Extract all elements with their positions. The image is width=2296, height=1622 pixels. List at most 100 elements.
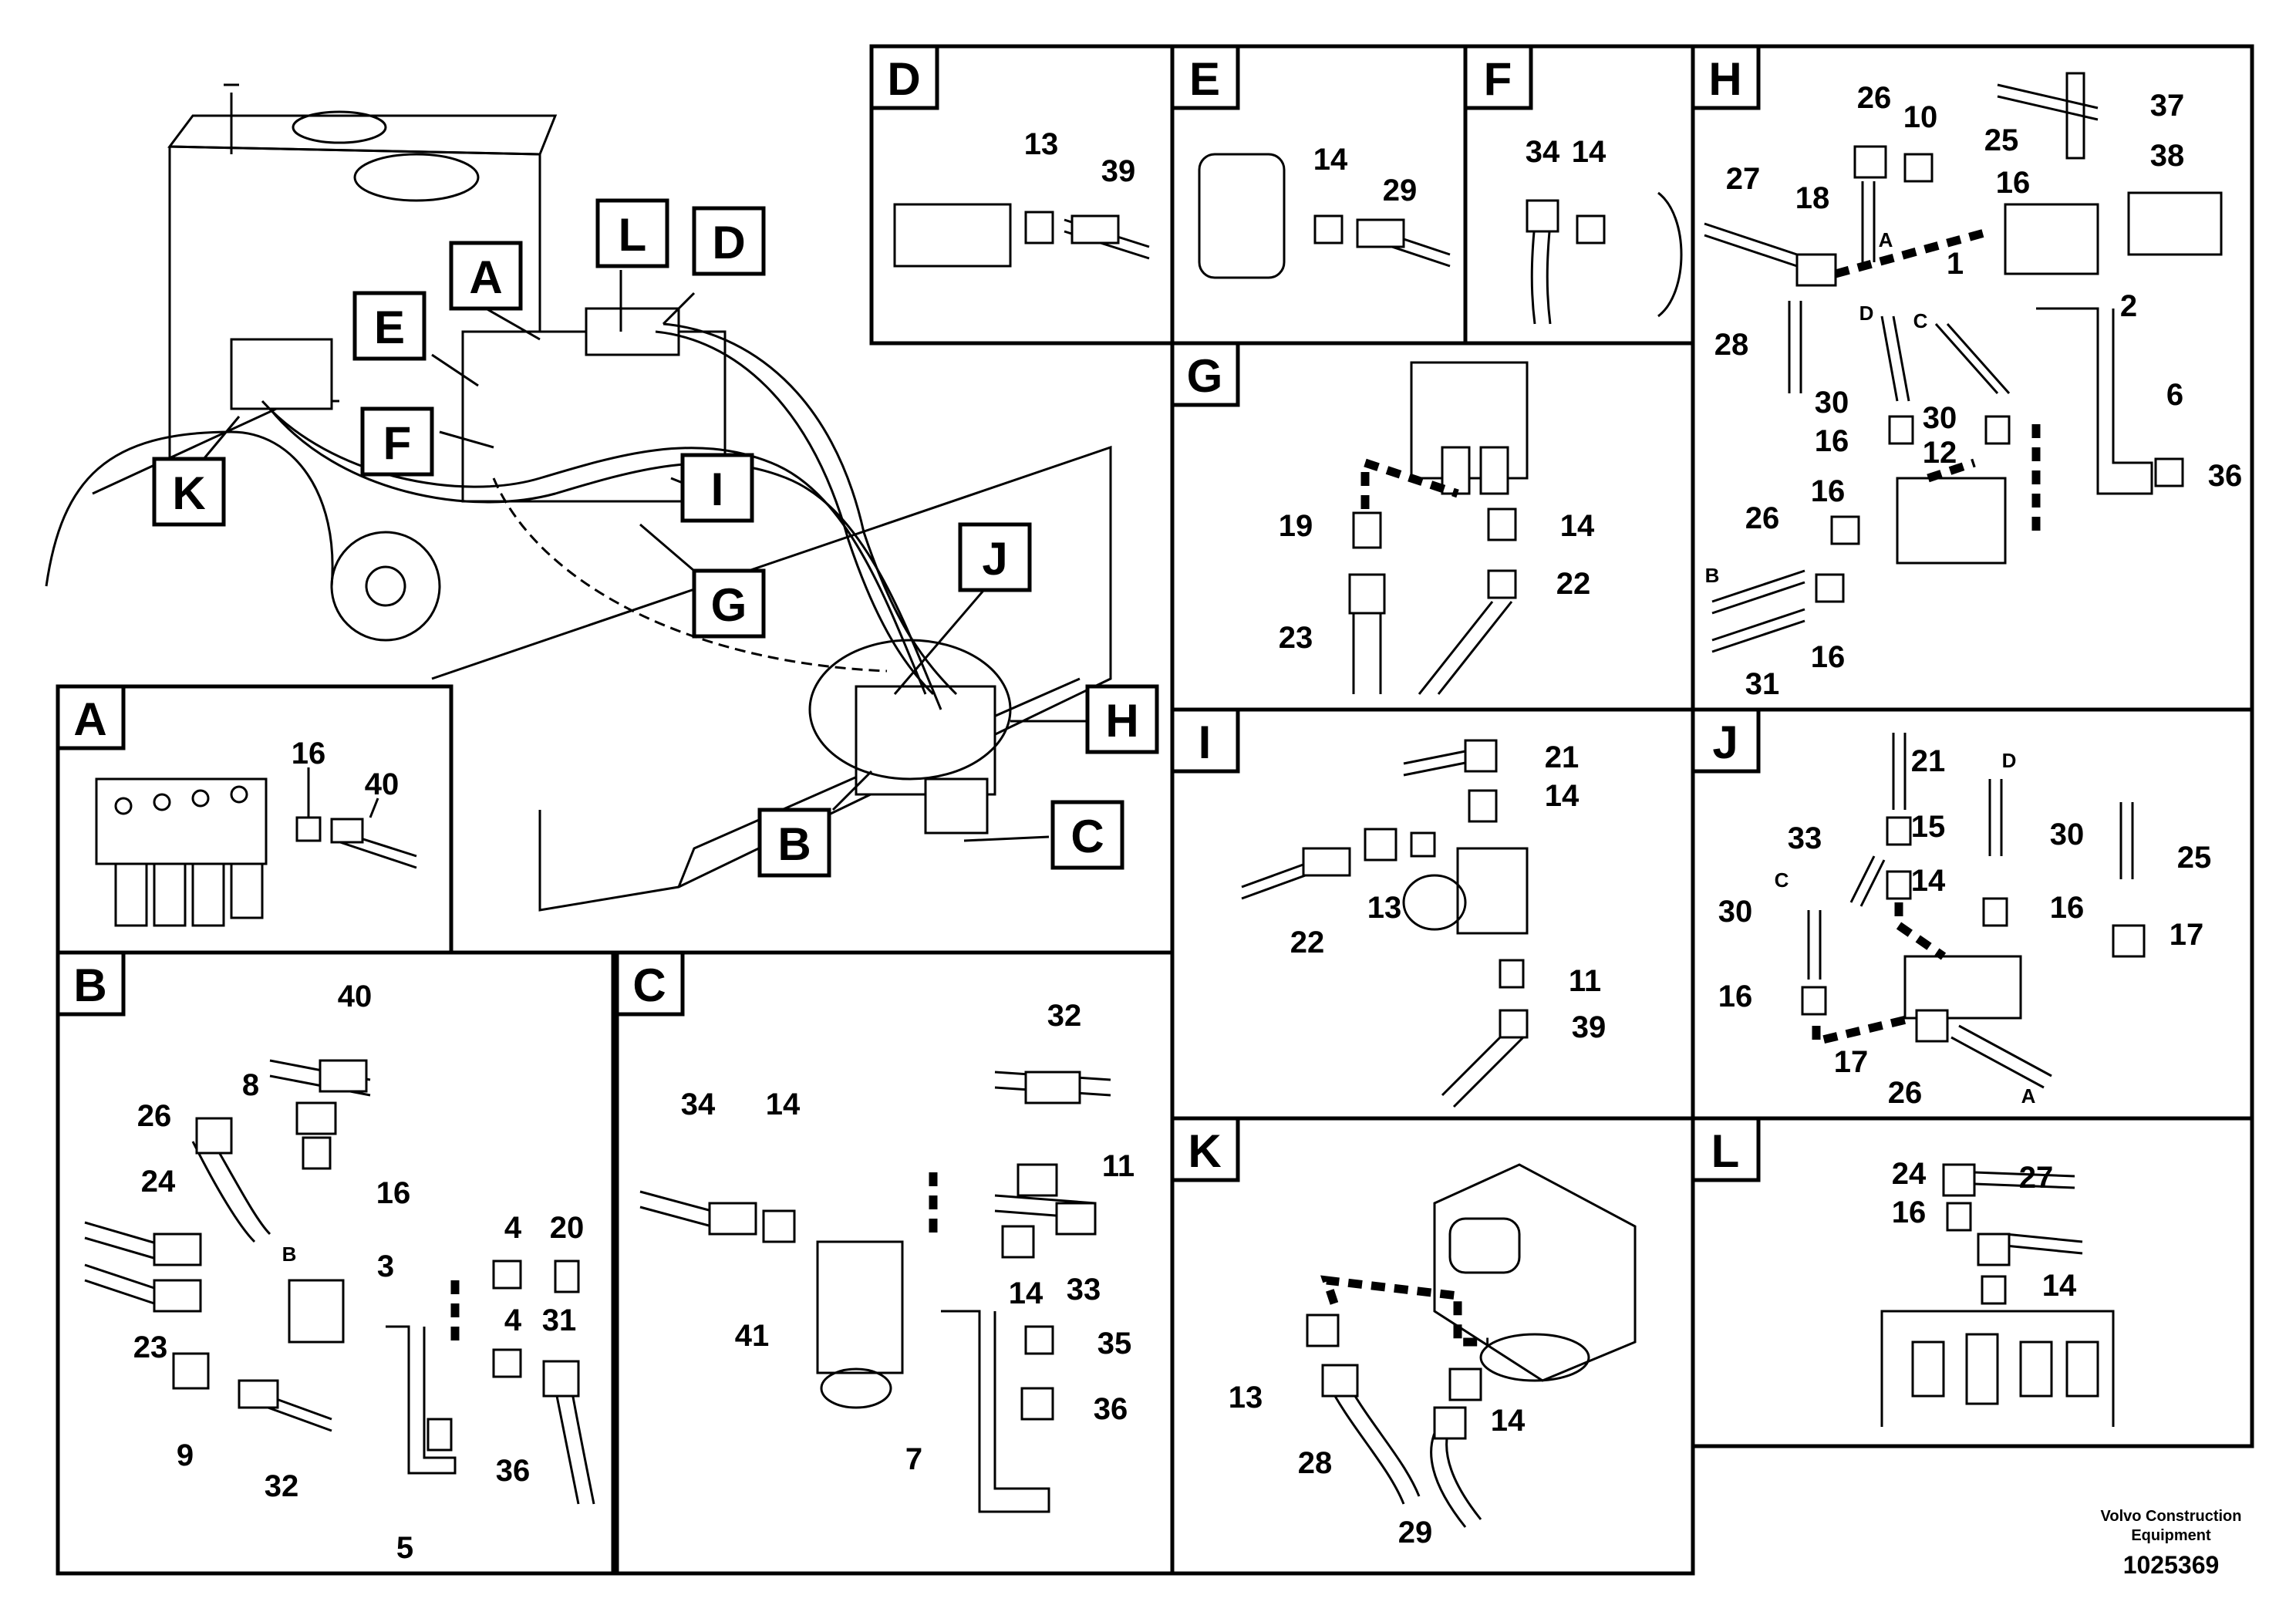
leader-B — [831, 770, 873, 811]
hose-30a — [1988, 779, 2003, 856]
panel-B-callout-5: 5 — [396, 1531, 413, 1565]
hose-31 — [554, 1384, 595, 1505]
bracket-6 — [2036, 307, 2153, 495]
panel-F-callout-34: 34 — [1526, 135, 1560, 169]
adapter-16b — [1801, 986, 1827, 1016]
svg-text:E: E — [374, 302, 405, 353]
hose-33 — [1849, 855, 1886, 907]
tag-I[interactable]: I — [680, 453, 754, 523]
adapter-14 — [1886, 870, 1912, 900]
panel-B: B 40 8 26 16 24 3 23 9 32 5 36 4 20 4 — [56, 950, 615, 1576]
tag-D[interactable]: D — [692, 206, 766, 276]
tag-L[interactable]: L — [595, 198, 669, 268]
panel-H-callout-26: 26 — [1857, 81, 1892, 115]
panel-B-letter-box — [56, 950, 126, 1017]
tag-J[interactable]: J — [958, 522, 1032, 592]
tag-E[interactable]: E — [352, 291, 426, 361]
tee-8 — [295, 1101, 337, 1135]
tag-F[interactable]: F — [360, 406, 434, 477]
panel-J-dashed-1 — [1812, 1013, 1914, 1047]
panel-C: C 32 11 34 14 33 14 41 35 36 7 — [615, 950, 1175, 1576]
panel-K-callout-14: 14 — [1491, 1404, 1526, 1438]
boom-left — [45, 430, 334, 587]
hose-26 — [1950, 1024, 2052, 1089]
panel-C-callout-35: 35 — [1097, 1327, 1132, 1361]
panel-H: H 26 10 37 25 38 27 18 16 1 2 28 — [1691, 44, 2254, 712]
panel-B-callout-8: 8 — [242, 1068, 259, 1102]
panel-L-callout-27: 27 — [2019, 1161, 2054, 1195]
boom-pivot-pin — [365, 565, 406, 607]
panel-B-callout-36: 36 — [496, 1454, 531, 1488]
panel-B-callout-3: 3 — [377, 1249, 394, 1283]
panel-J-letter-box — [1691, 707, 1761, 774]
panel-D-callout-13: 13 — [1024, 127, 1059, 161]
panel-H-callout-38: 38 — [2150, 139, 2185, 173]
tank-breather — [224, 83, 239, 154]
tag-A[interactable]: A — [449, 241, 523, 311]
hose-4 — [663, 322, 958, 696]
panel-C-callout-36: 36 — [1094, 1392, 1128, 1426]
adapter-10 — [1903, 153, 1934, 183]
panel-B-callout-26: 26 — [137, 1099, 172, 1133]
leader-G — [639, 523, 695, 572]
panel-H-callout-31: 31 — [1745, 667, 1780, 701]
svg-text:F: F — [383, 417, 412, 469]
adapter-16a — [1982, 897, 2008, 927]
panel-H-callout-6: 6 — [2166, 378, 2183, 412]
tag-B[interactable]: B — [757, 808, 831, 878]
panel-K-callout-29: 29 — [1398, 1516, 1433, 1549]
panel-B-callout-4a: 4 — [504, 1211, 522, 1245]
panel-J-dashed-2 — [1894, 902, 1947, 960]
panel-J-note-D: D — [2002, 749, 2017, 772]
svg-text:D: D — [712, 217, 745, 268]
tank-cap-2 — [353, 153, 480, 202]
tag-H[interactable]: H — [1085, 684, 1159, 754]
panel-J-callout-30b: 30 — [1718, 895, 1753, 929]
panel-K-callout-28: 28 — [1298, 1446, 1333, 1480]
tank-cap-1 — [292, 110, 387, 144]
svg-text:J: J — [982, 533, 1007, 585]
panel-B-letter: B — [73, 959, 106, 1011]
svg-text:A: A — [469, 251, 502, 303]
panel-J-frame — [1691, 707, 2254, 1121]
hose-24 — [1974, 1171, 2075, 1189]
panel-I-callout-22: 22 — [1290, 926, 1325, 959]
hose-21 — [1892, 733, 1907, 810]
panel-I-letter: I — [1199, 717, 1212, 768]
adapter-13 — [1306, 1313, 1340, 1347]
panel-J-callout-21: 21 — [1911, 744, 1946, 778]
panel-H-callout-10: 10 — [1903, 100, 1938, 134]
hose-26 — [1861, 181, 1876, 262]
panel-B-note-B: B — [282, 1243, 297, 1266]
panel-H-callout-27: 27 — [1726, 162, 1761, 196]
panel-C-callout-11: 11 — [1102, 1149, 1135, 1183]
panel-K-letter: K — [1188, 1125, 1221, 1177]
panel-A-letter-box — [56, 684, 126, 750]
panel-F-callout-14: 14 — [1572, 135, 1607, 169]
reference-number: 1025369 — [2123, 1551, 2220, 1579]
adapter-13 — [1024, 211, 1054, 244]
panel-F-letter-box — [1463, 44, 1533, 110]
panel-G-callout-23: 23 — [1279, 621, 1313, 655]
hose-30b — [1807, 910, 1822, 980]
tag-G[interactable]: G — [692, 568, 766, 639]
panel-A-callout-40: 40 — [365, 767, 400, 801]
svg-text:H: H — [1105, 695, 1138, 747]
panel-H-dashed-2 — [1927, 458, 1976, 483]
panel-G-dashed — [1360, 457, 1459, 509]
tag-C[interactable]: C — [1050, 800, 1124, 870]
panel-K: K 13 28 14 29 — [1170, 1116, 1695, 1576]
plug-9 — [172, 1352, 210, 1390]
panel-H-callout-16b: 16 — [1815, 424, 1849, 458]
panel-B-callout-40: 40 — [338, 980, 373, 1013]
panel-B-callout-4b: 4 — [504, 1303, 522, 1337]
tag-K[interactable]: K — [152, 457, 226, 527]
svg-text:L: L — [619, 209, 647, 261]
adapter-16 — [1946, 1202, 1972, 1232]
panel-L-letter-box — [1691, 1116, 1761, 1182]
panel-H-callout-30b: 30 — [1923, 401, 1957, 435]
panel-C-callout-41: 41 — [735, 1319, 770, 1353]
panel-F: F 34 14 — [1463, 44, 1695, 346]
valve-41 — [816, 1240, 904, 1374]
